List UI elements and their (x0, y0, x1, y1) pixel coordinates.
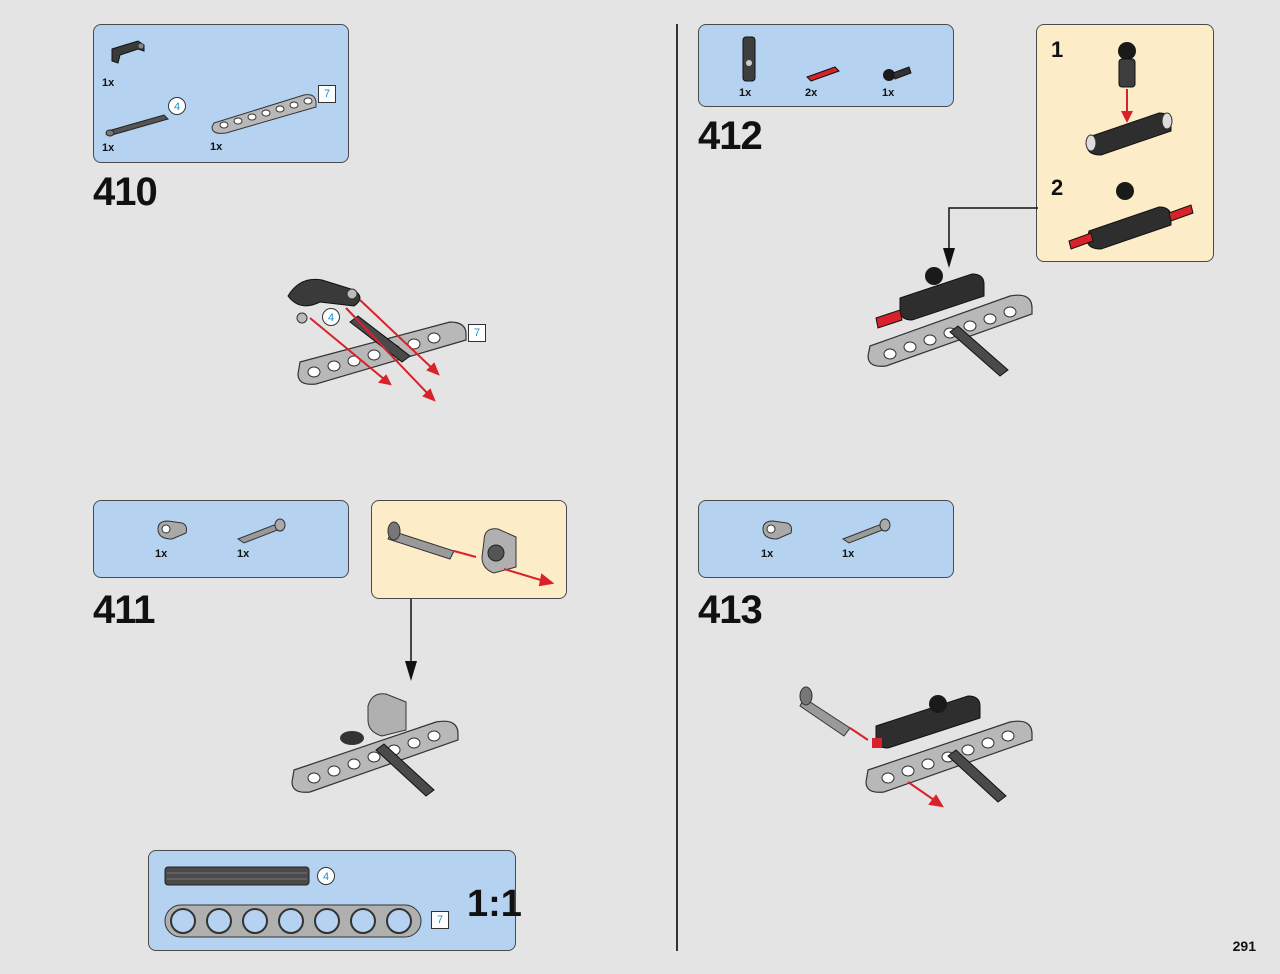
parts-list-412: 1x 2x 1x (698, 24, 954, 107)
sub-assembly-412-callout: 1 2 (1036, 24, 1214, 262)
substep-1-illustration (1085, 42, 1173, 156)
callout-pointer-arrow (405, 599, 417, 681)
part-qty: 1x (882, 87, 895, 99)
step-number-413: 413 (698, 588, 763, 632)
beam-length-callout: 7 (468, 324, 486, 342)
assembly-410-illustration (287, 278, 467, 402)
step-number-411: 411 (93, 588, 156, 632)
substep-number: 2 (1051, 175, 1064, 200)
substep-2-illustration (1068, 182, 1194, 250)
assembly-411-illustration (291, 693, 459, 797)
part-qty: 1x (155, 548, 168, 560)
scale-ratio: 1:1 (467, 883, 522, 925)
parts-list-410: 1x 4 1x 7 1x (93, 24, 349, 163)
connector-part-icon (762, 520, 792, 540)
beam-7-part-icon (211, 94, 317, 134)
red-axle-part-icon (806, 66, 840, 82)
beam-length-callout: 7 (431, 911, 449, 929)
axle-length-callout: 4 (322, 308, 340, 326)
axle-4-scale-icon (164, 866, 310, 886)
beam-7-scale-icon (164, 904, 422, 938)
part-qty: 1x (237, 548, 250, 560)
page-divider (676, 24, 678, 951)
scale-reference-box: 4 7 1:1 (148, 850, 522, 951)
sub-assembly-411-callout (371, 500, 567, 599)
substep-number: 1 (1051, 37, 1064, 62)
part-qty: 1x (761, 548, 774, 560)
axle-4-part-icon (105, 114, 169, 137)
page-number: 291 (1232, 938, 1256, 954)
callout-pointer-arrow (943, 207, 1038, 268)
part-qty: 1x (102, 77, 115, 89)
bracket-part-icon (111, 40, 145, 64)
part-qty: 1x (739, 87, 752, 99)
axle-length-callout: 4 (168, 97, 186, 115)
ball-joint-part-icon (883, 66, 912, 81)
step-number-410: 410 (93, 170, 158, 214)
part-qty: 1x (210, 141, 223, 153)
step-number-412: 412 (698, 114, 763, 158)
pin-part-icon (236, 518, 286, 544)
axle-length-callout: 4 (317, 867, 335, 885)
part-qty: 1x (842, 548, 855, 560)
beam-length-callout: 7 (318, 85, 336, 103)
parts-list-411: 1x 1x (93, 500, 349, 578)
pin-with-towball-part-icon (742, 36, 756, 82)
parts-list-413: 1x 1x (698, 500, 954, 578)
assembly-412-illustration (867, 267, 1033, 377)
pin-part-icon (841, 518, 891, 544)
part-qty: 1x (102, 142, 115, 154)
part-qty: 2x (805, 87, 818, 99)
assembly-413-illustration (799, 686, 1033, 808)
connector-part-icon (157, 520, 187, 540)
pin-into-connector-illustration (387, 521, 555, 587)
